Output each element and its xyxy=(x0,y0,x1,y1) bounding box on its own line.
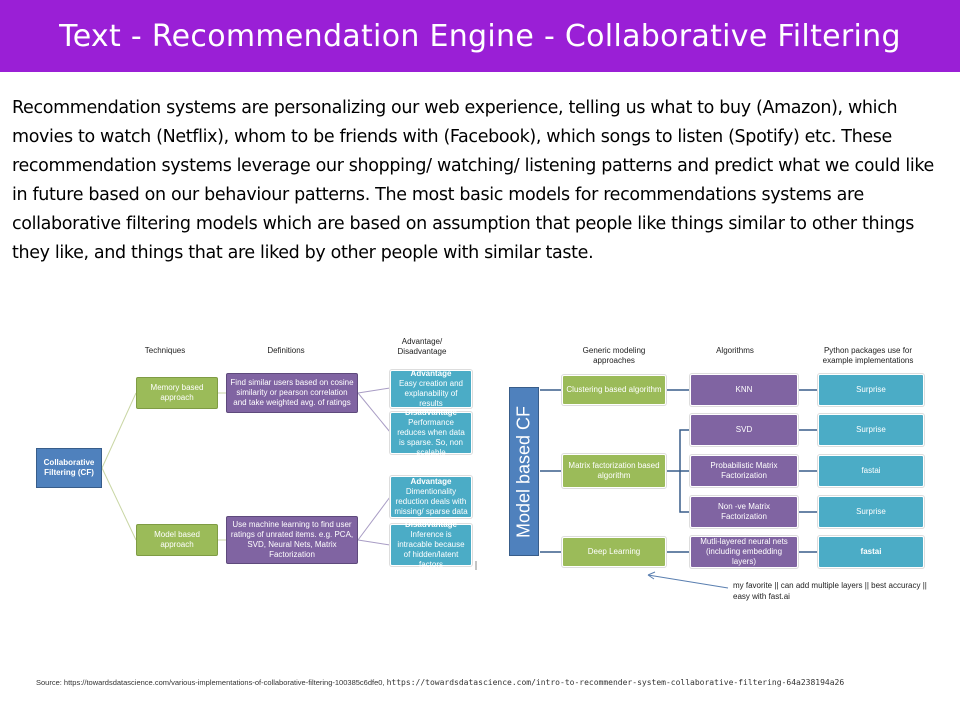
node-algo-mlnn: Mutli-layered neural nets (including emb… xyxy=(690,536,798,568)
favorite-note: my favorite || can add multiple layers |… xyxy=(733,581,927,601)
node-memory-advantage: Advantage Easy creation and explanabilit… xyxy=(390,369,472,408)
model-advantage-title: Advantage xyxy=(410,477,452,486)
node-clustering-approach: Clustering based algorithm xyxy=(562,375,666,405)
node-model-based-cf: Model based CF xyxy=(509,387,539,556)
node-pkg-svd: Surprise xyxy=(818,414,924,446)
note-arrow-line xyxy=(647,574,729,589)
node-pkg-nmf: Surprise xyxy=(818,496,924,528)
connector-root-model xyxy=(101,467,137,541)
header-advantage: Advantage/ Disadvantage xyxy=(397,337,447,356)
model-based-cf-label: Model based CF xyxy=(513,405,534,538)
connector-model-dis xyxy=(357,539,391,546)
connector-memory-dis xyxy=(357,392,391,433)
connector-matrix-svd xyxy=(666,429,690,472)
node-matrix-approach: Matrix factorization based algorithm xyxy=(562,454,666,488)
connector-matrix-nmf xyxy=(679,471,690,513)
node-model-definition: Use machine learning to find user rating… xyxy=(226,516,358,564)
title-bar: Text - Recommendation Engine - Collabora… xyxy=(0,0,960,72)
intro-paragraph: Recommendation systems are personalizing… xyxy=(12,98,934,263)
node-model-advantage: Advantage Dimentionality reduction deals… xyxy=(390,476,472,518)
node-algo-pmf: Probabilistic Matrix Factorization xyxy=(690,455,798,487)
memory-disadvantage-text: Performance reduces when data is sparse.… xyxy=(397,418,465,457)
source-prefix: Source: https://towardsdatascience.com/v… xyxy=(36,678,385,687)
header-algorithms: Algorithms xyxy=(716,346,754,355)
note-arrow-head xyxy=(647,571,656,580)
model-advantage-text: Dimentionality reduction deals with miss… xyxy=(394,487,468,516)
connector-model-adv xyxy=(357,496,391,541)
header-approaches: Generic modeling approaches xyxy=(582,346,646,365)
node-memory-definition: Find similar users based on cosine simil… xyxy=(226,373,358,413)
model-disadvantage-text: Inference is intracable because of hidde… xyxy=(397,530,465,569)
source-link[interactable]: https://towardsdatascience.com/intro-to-… xyxy=(386,678,845,687)
node-deep-learning-approach: Deep Learning xyxy=(562,537,666,567)
node-memory-based: Memory based approach xyxy=(136,377,218,409)
memory-advantage-title: Advantage xyxy=(410,369,452,378)
page-title: Text - Recommendation Engine - Collabora… xyxy=(59,18,901,54)
node-collaborative-filtering: Collaborative Filtering (CF) xyxy=(36,448,102,488)
source-citation: Source: https://towardsdatascience.com/v… xyxy=(36,678,936,688)
node-algo-nmf: Non -ve Matrix Factorization xyxy=(690,496,798,528)
node-algo-svd: SVD xyxy=(690,414,798,446)
node-model-disadvantage: Disadvantage Inference is intracable bec… xyxy=(390,520,472,569)
memory-disadvantage-title: Disadvantage xyxy=(404,408,458,417)
node-memory-disadvantage: Disadvantage Performance reduces when da… xyxy=(390,408,472,457)
node-pkg-mlnn: fastai xyxy=(818,536,924,568)
header-techniques: Techniques xyxy=(144,346,186,355)
connector-root-memory xyxy=(101,392,137,469)
node-pkg-knn: Surprise xyxy=(818,374,924,406)
header-definitions: Definitions xyxy=(267,346,305,355)
connector-memory-adv xyxy=(357,387,391,394)
node-model-based: Model based approach xyxy=(136,524,218,556)
header-packages: Python packages use for example implemen… xyxy=(822,346,914,365)
memory-advantage-text: Easy creation and explanability of resul… xyxy=(398,379,464,408)
model-disadvantage-title: Disadvantage xyxy=(404,520,458,529)
node-algo-knn: KNN xyxy=(690,374,798,406)
node-pkg-pmf: fastai xyxy=(818,455,924,487)
